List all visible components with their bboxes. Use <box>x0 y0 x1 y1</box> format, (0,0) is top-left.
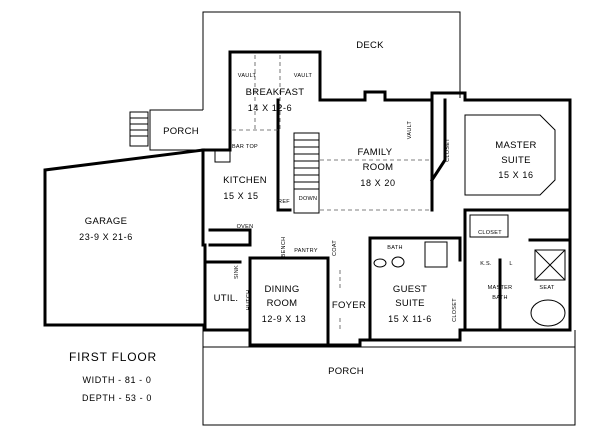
dining-room-label: DINING <box>264 284 299 295</box>
master-suite-label: SUITE <box>501 155 530 166</box>
garage-label: GARAGE <box>85 216 127 227</box>
guest-suite-size: 15 X 11-6 <box>388 314 432 324</box>
ks-label: K.S. <box>480 261 492 267</box>
garage-size: 23-9 X 21-6 <box>79 232 133 242</box>
bench-label: BENCH <box>281 237 287 258</box>
dining-room-size: 12-9 X 13 <box>262 314 306 324</box>
family-room-label: ROOM <box>363 162 394 173</box>
seat-label: SEAT <box>539 285 554 291</box>
exterior-walls <box>43 50 572 347</box>
front-porch-label: PORCH <box>328 366 364 377</box>
guest-suite-label: SUITE <box>395 298 424 309</box>
floor-title: FIRST FLOOR <box>69 350 157 364</box>
vault-label: VAULT <box>294 73 313 79</box>
stairs <box>293 132 320 214</box>
master-suite-label: MASTER <box>495 140 536 151</box>
down-label: DOWN <box>299 196 318 202</box>
width-dimension: WIDTH - 81 - 0 <box>83 375 152 385</box>
coat-label: COAT <box>332 240 338 256</box>
family-room-label: FAMILY <box>358 147 393 158</box>
sink-label: SINK <box>234 265 240 279</box>
closet-label: CLOSET <box>478 230 502 236</box>
vault-label: VAULT <box>407 120 413 139</box>
guest-suite-label: GUEST <box>393 284 427 295</box>
bar-top-label: BAR TOP <box>232 144 258 150</box>
hutch-label: HUTCH <box>246 290 252 311</box>
side-porch-label: PORCH <box>163 126 199 137</box>
side-porch <box>129 109 203 151</box>
kitchen-size: 15 X 15 <box>223 191 258 201</box>
front-porch <box>202 325 576 426</box>
dashed-beams <box>232 55 430 330</box>
pantry-label: PANTRY <box>294 248 318 254</box>
master-suite-size: 15 X 16 <box>498 170 533 180</box>
util-label: UTIL. <box>214 293 239 304</box>
deck-label: DECK <box>356 40 384 51</box>
fixtures <box>214 114 566 327</box>
kitchen-label: KITCHEN <box>223 175 267 186</box>
breakfast-label: BREAKFAST <box>246 87 305 98</box>
master-bath-label: MASTER <box>488 285 513 291</box>
ref-label: REF <box>278 199 290 205</box>
foyer-label: FOYER <box>332 300 366 311</box>
bath-label: BATH <box>387 245 402 251</box>
interior-walls <box>203 98 572 347</box>
deck-outline <box>202 11 461 110</box>
l-label: L <box>509 261 512 267</box>
depth-dimension: DEPTH - 53 - 0 <box>82 393 152 403</box>
family-room-size: 18 X 20 <box>360 178 395 188</box>
vault-label: VAULT <box>238 73 257 79</box>
oven-label: OVEN <box>237 224 254 230</box>
closet-label: CLOSET <box>452 298 458 322</box>
closet-label: CLOSET <box>445 138 451 162</box>
dining-room-label: ROOM <box>267 298 298 309</box>
master-bath-label: BATH <box>492 295 507 301</box>
breakfast-size: 14 X 12-6 <box>248 103 292 113</box>
